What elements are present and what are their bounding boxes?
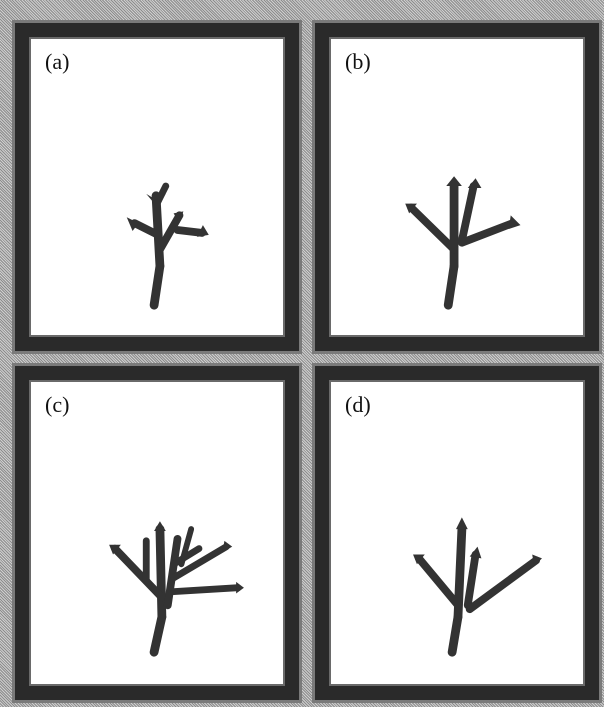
panel-d-canvas: (d) bbox=[329, 380, 585, 686]
panel-d: (d) bbox=[312, 363, 602, 703]
panel-a: (a) bbox=[12, 20, 302, 354]
panel-c: (c) bbox=[12, 363, 302, 703]
panel-b: (b) bbox=[312, 20, 602, 354]
panel-c-canvas: (c) bbox=[29, 380, 285, 686]
plant-d-figure bbox=[331, 382, 583, 684]
plant-b-figure bbox=[331, 39, 583, 335]
panel-a-canvas: (a) bbox=[29, 37, 285, 337]
plant-c-figure bbox=[31, 382, 283, 684]
panel-b-canvas: (b) bbox=[329, 37, 585, 337]
plant-a-figure bbox=[31, 39, 283, 335]
